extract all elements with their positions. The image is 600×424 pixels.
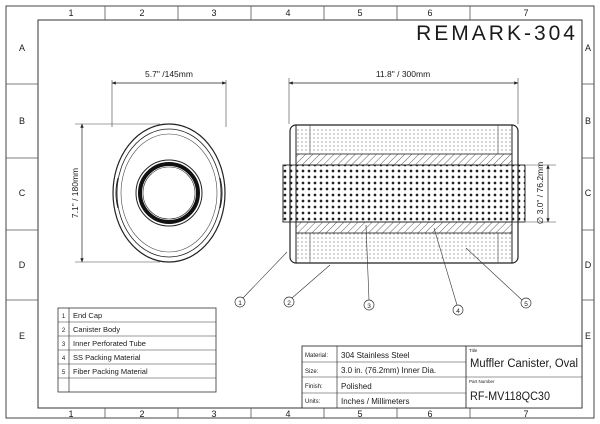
col-label: 2 [139,409,144,419]
end-view: 5.7" /145mm 7.1" / 180mm [70,69,227,263]
part-name-cell: End Cap [73,311,102,320]
part-number-cell: 5 [62,370,66,376]
spec-label: Material: [305,353,328,359]
row-label: B [19,116,25,126]
balloon-label: 1 [238,300,242,307]
part-number-cell: 3 [62,342,66,348]
col-label: 4 [285,409,290,419]
part-name-cell: Fiber Packing Material [73,367,148,376]
part-number-cell: 1 [62,314,66,320]
row-label: D [585,260,592,270]
row-label: A [585,43,591,53]
balloon-label: 2 [287,300,291,307]
col-label: 2 [139,8,144,18]
outer-border [5,5,595,419]
part-name-cell: SS Packing Material [73,353,141,362]
row-label: C [585,188,592,198]
spec-value: 3.0 in. (76.2mm) Inner Dia. [341,366,436,375]
col-label: 3 [211,8,216,18]
col-label: 6 [427,8,432,18]
col-label: 4 [285,8,290,18]
spec-label: Units: [305,399,321,405]
row-label: A [19,43,25,53]
col-label: 7 [523,409,528,419]
parts-list: 1 End Cap 2 Canister Body 3 Inner Perfor… [57,307,217,393]
part-number-cell: 2 [62,328,66,334]
leader-lines [242,224,523,306]
spec-label: Finish: [305,384,323,390]
spec-value: Inches / Millimeters [341,397,409,406]
side-view: 11.8" / 300mm ∅ 3.0" / 76.2mm [282,69,556,264]
spec-value: 304 Stainless Steel [341,351,410,360]
inner-diameter-dimension: ∅ 3.0" / 76.2mm [535,162,545,224]
balloon-label: 5 [524,301,528,308]
spec-label: Size: [305,369,319,375]
row-labels: A B C D E A B C D E [19,43,592,341]
col-label: 1 [68,409,73,419]
part-name-cell: Canister Body [73,325,120,334]
col-label: 6 [427,409,432,419]
col-label: 5 [357,8,362,18]
row-label: B [585,116,591,126]
spec-value: Polished [341,382,372,391]
column-labels: 1 2 3 4 5 6 7 1 2 3 4 5 6 7 [68,8,528,419]
drawing-title: Muffler Canister, Oval [470,358,578,370]
end-width-dimension: 5.7" /145mm [145,69,193,79]
part-name-cell: Inner Perforated Tube [73,339,146,348]
col-label: 5 [357,409,362,419]
row-label: E [585,331,591,341]
balloon-label: 3 [367,303,371,310]
col-label: 7 [523,8,528,18]
col-label: 3 [211,409,216,419]
brand-logo: REMARK-304 [416,22,578,45]
end-height-dimension: 7.1" / 180mm [70,168,80,218]
part-number: RF-MV118QC30 [470,389,550,403]
balloons: 1 2 3 4 5 [234,296,532,316]
part-number-label: Part Number [469,379,495,384]
grid-ticks [6,6,594,418]
length-dimension: 11.8" / 300mm [376,69,430,79]
title-label: Title [469,348,478,353]
row-label: C [19,188,26,198]
balloon-label: 4 [456,308,460,315]
row-label: E [19,331,25,341]
col-label: 1 [68,8,73,18]
row-label: D [19,260,26,270]
title-block: Material: 304 Stainless Steel Size: 3.0 … [301,345,583,409]
part-number-cell: 4 [62,356,66,362]
